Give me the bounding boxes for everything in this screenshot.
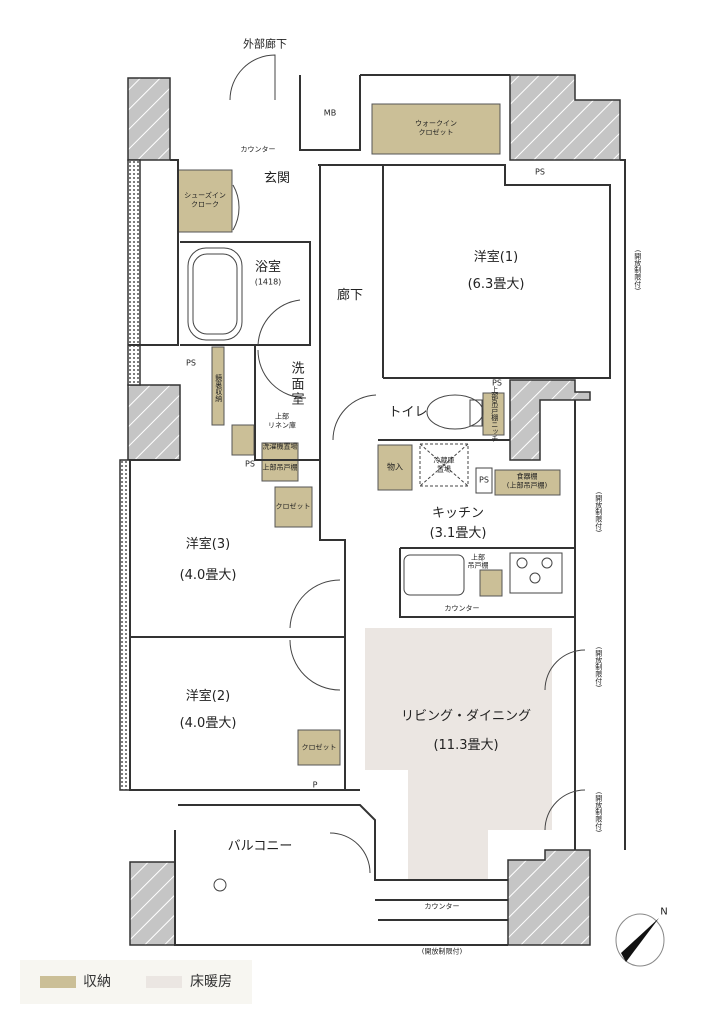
fixtures — [187, 54, 586, 892]
opening-limit-label: (開放制限付) — [594, 646, 603, 688]
western-room-3-label: 洋室(3) — [185, 537, 231, 553]
western-room-2-label: 洋室(2) — [185, 689, 231, 705]
outside-corridor-label: 外部廊下 — [243, 37, 287, 51]
ps-label: PS — [245, 459, 255, 469]
upper-cabinet-label: 上部吊戸棚 — [262, 463, 298, 472]
balcony-label: バルコニー — [227, 839, 293, 855]
ps-label: PS — [186, 358, 196, 368]
fridge-space-label: 冷蔵庫 置場 — [433, 456, 455, 474]
legend-label-floor-heating: 床暖房 — [190, 974, 232, 990]
bathroom-label: 浴室 — [254, 260, 282, 276]
compass-north-label: N — [660, 906, 668, 918]
closet-label: クロゼット — [275, 502, 311, 511]
floor-heating-area — [365, 628, 552, 880]
hallway-label: 廊下 — [336, 288, 364, 304]
opening-limit-label: (開放制限付) — [421, 947, 463, 956]
kitchen-label: キッチン — [431, 506, 485, 522]
kitchen-size: (3.1畳大) — [429, 526, 487, 542]
entrance-label: 玄関 — [263, 171, 291, 187]
living-dining-size: (11.3畳大) — [433, 738, 499, 754]
western-room-1-label: 洋室(1) — [473, 250, 519, 266]
toilet-label: トイレ — [388, 405, 428, 421]
compass — [615, 913, 665, 967]
legend-label-storage: 収納 — [83, 974, 111, 990]
walk-in-closet-label: ウォークイン クロゼット — [415, 119, 457, 137]
mb-label: MB — [323, 108, 337, 118]
bottom-counter-label: カウンター — [424, 902, 460, 911]
storage-room-label: 物入 — [387, 462, 403, 472]
opening-limit-label: (開放制限付) — [594, 491, 603, 533]
legend: 収納 床暖房 — [20, 960, 252, 1004]
storage-areas — [177, 103, 561, 766]
opening-limit-label: (開放制限付) — [594, 791, 603, 833]
washer-space-label: 洗濯機置場 — [262, 442, 298, 451]
counter-label: カウンター — [240, 145, 276, 154]
western-room-2-size: (4.0畳大) — [179, 716, 237, 732]
ps-label: PS — [479, 475, 489, 485]
kitchen-counter-label: カウンター — [444, 604, 480, 613]
closet-label: クロゼット — [301, 743, 337, 752]
walls — [128, 74, 626, 946]
bathroom-size: (1418) — [254, 277, 282, 287]
western-room-3-size: (4.0畳大) — [179, 568, 237, 584]
legend-swatch-storage — [40, 976, 76, 988]
p-label: P — [312, 780, 318, 790]
ps-label: PS — [492, 378, 502, 388]
living-dining-label: リビング・ダイニング — [400, 709, 532, 725]
dish-cabinet-label: 食器棚 (上部吊戸棚) — [506, 472, 548, 490]
mirror-storage-label: 鏡裏収納 — [214, 374, 223, 402]
ps-label: PS — [535, 167, 545, 177]
opening-limit-label: (開放制限付) — [633, 249, 642, 291]
upper-linen-label: 上部 リネン庫 — [268, 412, 296, 430]
legend-swatch-floor-heating — [146, 976, 182, 988]
shoes-in-cloak-label: シューズイン クローク — [184, 191, 226, 209]
kitchen-upper-cabinet-label: 上部 吊戸棚 — [467, 553, 489, 569]
toilet-niche-label: 上部吊戸棚ニッチ — [490, 386, 499, 442]
washroom-label: 洗 面 室 — [291, 361, 305, 408]
western-room-1-size: (6.3畳大) — [467, 277, 525, 293]
